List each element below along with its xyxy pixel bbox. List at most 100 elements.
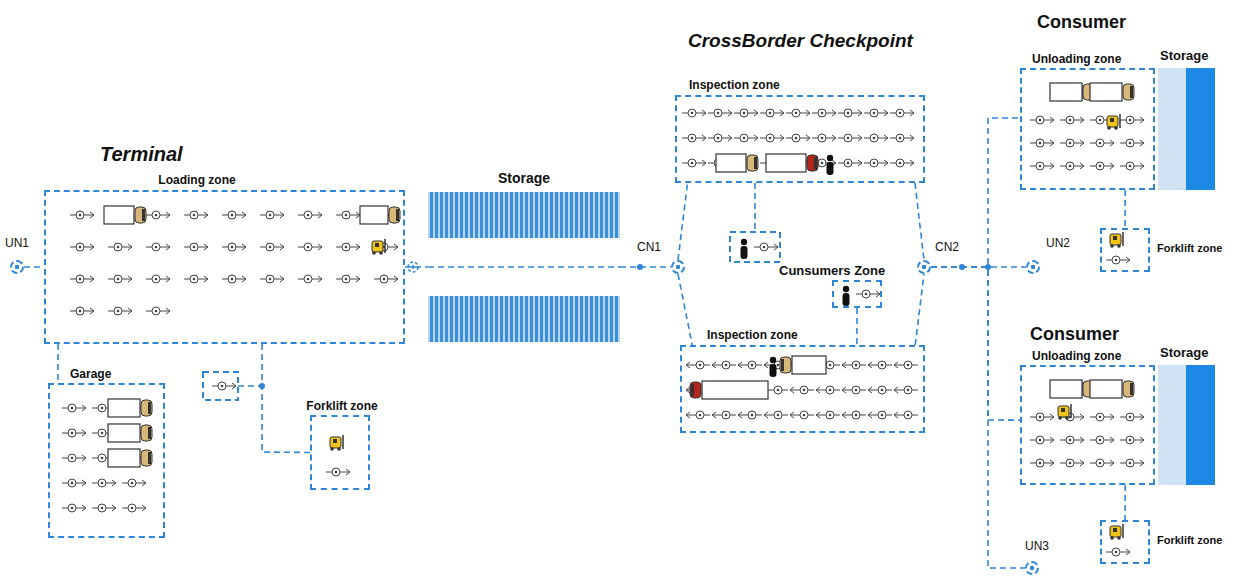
- flow-cell: [764, 411, 788, 419]
- flow-cell: [1120, 162, 1144, 170]
- zone-box: Loading zone: [44, 190, 405, 344]
- node-point: CN1: [671, 260, 685, 274]
- forklift-icon: [330, 435, 343, 451]
- flow-cell: [1060, 459, 1084, 467]
- flow-cell: [1090, 162, 1114, 170]
- flow-cell: [786, 134, 810, 142]
- storage-light: [1158, 365, 1186, 485]
- truck-icon: [690, 381, 768, 399]
- zone-label: Inspection zone: [689, 78, 780, 92]
- flow-cell: [1120, 436, 1144, 444]
- flow-cell: [222, 211, 246, 219]
- flow-cell: [1060, 116, 1084, 124]
- zone-label: Storage: [1160, 48, 1208, 64]
- truck-icon: [360, 206, 400, 224]
- flow-cell: [708, 109, 732, 117]
- zone-box: Forklift zone: [310, 415, 370, 490]
- flow-cell: [336, 275, 360, 283]
- dashed-connector: [1124, 190, 1126, 228]
- zone-label: Storage: [1160, 345, 1208, 361]
- truck-icon: [1050, 83, 1094, 101]
- dashed-wire: [754, 183, 756, 232]
- person-icon: [741, 239, 748, 259]
- flow-cell: [682, 134, 706, 142]
- flow-cell: [62, 429, 86, 437]
- dashed-connector: [931, 267, 1025, 568]
- dashed-connector: [678, 274, 692, 345]
- flow-cell: [838, 159, 862, 167]
- flow-cell: [734, 109, 758, 117]
- flow-cell: [812, 109, 836, 117]
- small-zone-box: [203, 372, 238, 400]
- flow-cell: [1030, 413, 1054, 421]
- zone-box: Unloading zone: [1020, 365, 1155, 485]
- flow-cell: [298, 275, 322, 283]
- flow-cell: [62, 404, 86, 412]
- flow-cell: [894, 361, 918, 369]
- flow-cell: [108, 243, 132, 251]
- flow-cell: [864, 159, 888, 167]
- flow-cell: [336, 211, 360, 219]
- zone-label: UN3: [1025, 539, 1049, 553]
- flow-cell: [760, 134, 784, 142]
- forklift-icon: [1107, 114, 1120, 130]
- storage-light: [1158, 68, 1186, 190]
- zone-label: Loading zone: [158, 173, 235, 187]
- truck-icon: [1090, 380, 1134, 398]
- flow-cell: [122, 504, 146, 512]
- zone-label: Forklift zone: [306, 399, 377, 413]
- storage-block: Storage: [1158, 68, 1215, 190]
- flow-cell: [1106, 256, 1130, 264]
- flow-cell: [298, 243, 322, 251]
- zone-label: Inspection zone: [707, 328, 798, 342]
- flow-cell: [1090, 139, 1114, 147]
- flow-cell: [326, 468, 350, 476]
- truck-icon: [766, 154, 818, 172]
- zone-box: Unloading zone: [1020, 68, 1155, 190]
- person-icon: [770, 357, 777, 377]
- storage-band: [428, 296, 620, 342]
- flow-cell: [890, 134, 914, 142]
- flow-cell: [890, 159, 914, 167]
- flow-cell: [1030, 116, 1054, 124]
- flow-cell: [868, 411, 892, 419]
- flow-cell: [786, 109, 810, 117]
- flow-cell: [62, 479, 86, 487]
- dashed-connector: [931, 267, 1020, 420]
- forklift-icon: [1110, 524, 1123, 540]
- flow-cell: [686, 361, 710, 369]
- person-icon: [843, 286, 850, 306]
- flow-cell: [108, 275, 132, 283]
- forklift-icon: [372, 239, 385, 255]
- truck-icon: [108, 424, 152, 442]
- flow-cell: [894, 411, 918, 419]
- truck-icon: [1090, 83, 1134, 101]
- flow-cell: [838, 109, 862, 117]
- flow-cell: [812, 134, 836, 142]
- node-point: UN2: [1026, 260, 1040, 274]
- flow-cell: [1120, 413, 1144, 421]
- flow-cell: [760, 109, 784, 117]
- flow-cell: [1060, 436, 1084, 444]
- zone-box: Inspection zone: [680, 345, 925, 433]
- flow-cell: [92, 504, 116, 512]
- dashed-connector: [262, 344, 310, 453]
- storage-block: Storage: [1158, 365, 1215, 485]
- flow-cell: [260, 243, 284, 251]
- flow-cell: [790, 386, 814, 394]
- dashed-connector: [915, 183, 924, 260]
- flow-cell: [146, 211, 170, 219]
- node-point: UN3: [1025, 561, 1039, 575]
- flow-cell: [842, 411, 866, 419]
- zone-label: UN2: [1046, 236, 1070, 250]
- dashed-connector: [57, 344, 59, 383]
- flow-cell: [1030, 436, 1054, 444]
- dashed-wire: [238, 385, 262, 387]
- flow-cell: [122, 479, 146, 487]
- section-title: Terminal: [100, 142, 183, 166]
- flow-cell: [146, 243, 170, 251]
- flow-cell: [856, 290, 880, 298]
- flow-cell: [108, 307, 132, 315]
- node-point: UN1: [10, 260, 24, 274]
- dashed-wire: [428, 266, 620, 268]
